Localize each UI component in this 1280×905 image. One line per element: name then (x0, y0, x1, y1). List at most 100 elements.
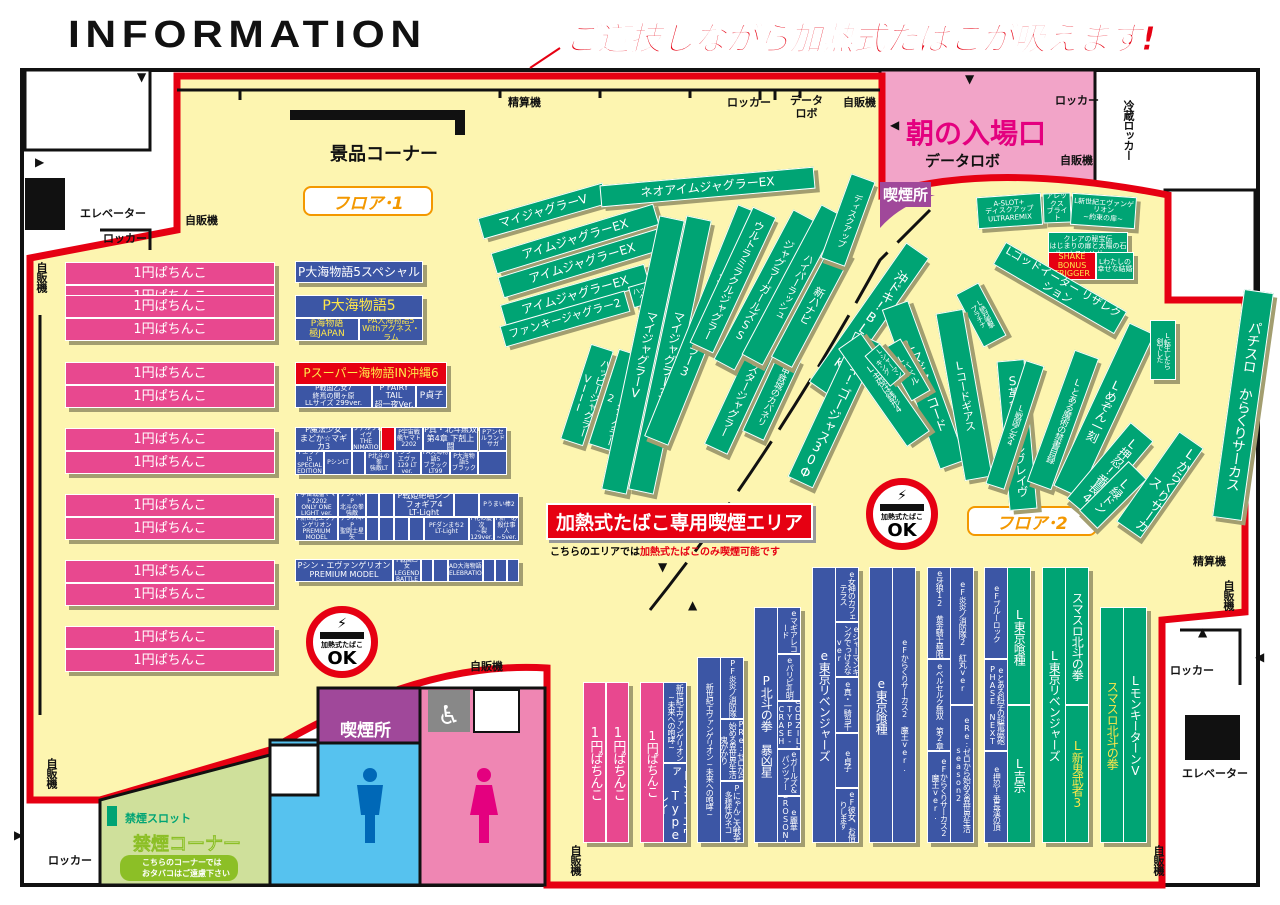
machine-umi5[interactable]: P大海物語5 (295, 295, 423, 318)
machine[interactable] (421, 559, 433, 582)
machine-1yen-pachinko[interactable]: 1円ぱちんこ (583, 682, 606, 843)
machine[interactable]: デジハネP 北斗の拳 強敵 (338, 493, 366, 517)
machine[interactable]: Pヴァルヴレイヴ THE ANIMATION (352, 427, 380, 451)
slot-machine[interactable]: Lわたしの 幸せな結婚 (1096, 252, 1134, 280)
machine[interactable]: P北斗の拳 強敵LT (365, 451, 393, 475)
machine[interactable]: デジハネP 聖闘士星矢 (338, 517, 366, 541)
machine[interactable]: LモンキーターンV (1123, 607, 1147, 843)
machine[interactable]: eシャーマンキングでっけえなver (835, 622, 859, 678)
machine[interactable]: Pにゃんこ大戦争多様性のネコ (720, 781, 744, 843)
machine[interactable]: e東京リベンジャーズ (812, 567, 836, 843)
machine[interactable]: P宇宙戦艦ヤマト2202 ONLY ONE LIGHT ver. (295, 493, 338, 517)
slot-machine[interactable]: アレックス ブライト (1042, 192, 1072, 224)
machine-1yen-pachinko[interactable]: 1円ぱちんこ (65, 385, 275, 408)
machine[interactable]: eガールズ&パンツァー (777, 748, 801, 796)
machine[interactable]: e貞子 (835, 732, 859, 788)
machine[interactable]: P真・北斗無双 第4章 下剋上闘 (423, 427, 478, 451)
machine[interactable] (366, 517, 379, 541)
machine[interactable]: 新世紀エヴァンゲリオン~未来への咆哮~ (697, 657, 721, 843)
machine[interactable]: P宇宙戦艦ヤマト 2202 (395, 427, 423, 451)
machine[interactable]: eF炎炎ノ消防隊2 紅丸ver (950, 567, 974, 705)
machine-1yen-pachinko[interactable]: 1円ぱちんこ (65, 295, 275, 318)
machine[interactable]: L東京リベンジャーズ (1042, 567, 1066, 843)
machine[interactable] (381, 427, 395, 451)
machine[interactable] (433, 559, 448, 582)
machine-1yen-pachinko[interactable]: 1円ぱちんこ (65, 428, 275, 451)
machine-1yen-pachinko[interactable]: 1円ぱちんこ (65, 451, 275, 474)
machine[interactable]: P新世紀エヴァンゲリオン PREMIUM MODEL (295, 517, 338, 541)
machine[interactable] (507, 559, 519, 582)
machine[interactable]: Pアンセルランド サガ (479, 427, 507, 451)
machine[interactable] (495, 559, 507, 582)
machine[interactable]: e麗華ZEROSONIC (777, 795, 801, 843)
machine[interactable]: P魔法少女 まどか☆マギカ3 (295, 427, 352, 451)
machine[interactable]: Pシン・エヴァ Typeレイ (663, 762, 687, 843)
machine[interactable]: L吉宗 (1007, 705, 1031, 843)
machine[interactable] (379, 493, 394, 517)
machine[interactable]: スマスロ北斗の拳 (1065, 567, 1089, 705)
machine-super-umi-okinawa6[interactable]: Pスーパー海物語IN沖縄6 (295, 362, 447, 385)
machine[interactable]: eRe:ゼロから始める異世界生活season2 (950, 705, 974, 843)
machine[interactable]: P花の慶次 ~裂 129ver. (469, 517, 494, 541)
machine[interactable]: PF炎炎ノ消防隊 (720, 657, 744, 719)
machine[interactable] (454, 493, 479, 517)
machine[interactable]: e押忍!番長漢の頂 (984, 751, 1008, 843)
machine[interactable]: P大海物語5 ブラック (450, 451, 478, 475)
machine[interactable]: P戦国乙女 LEGEND BATTLE (393, 559, 421, 582)
machine[interactable]: P貞子 (416, 385, 447, 408)
machine[interactable]: P北斗の拳 暴凶星 (754, 607, 778, 843)
machine[interactable]: Pうまい棒2 (479, 493, 519, 517)
machine[interactable]: P新・必殺仕事人 ~5ver. (494, 517, 519, 541)
machine[interactable] (366, 493, 379, 517)
machine[interactable]: eとある科学の超電磁砲PHASE NEXT (984, 659, 1008, 751)
slot-machine[interactable]: L新世紀エヴァンゲリオン ~約束の扉~ (1069, 192, 1138, 230)
machine[interactable]: eFからくりサーカス2 魔王ver. (892, 567, 916, 843)
machine[interactable]: e東京喰種 (869, 567, 893, 843)
machine[interactable]: eFからくりサーカス2 魔王ver. (927, 751, 951, 843)
machine[interactable]: Pシン・エヴァ 129 LT ver. (393, 451, 421, 475)
machine[interactable]: P FAIRY TAIL 超一夜Ver. (372, 385, 416, 408)
machine[interactable]: Pシン・エヴァンゲリオン PREMIUM MODEL (295, 559, 393, 582)
machine[interactable]: 1円ぱちんこ (640, 682, 664, 843)
slot-machine[interactable]: A-SLOT+ ディスクアップ ULTRAREMIX (975, 192, 1044, 230)
machine[interactable]: P戦姫絶唱シンフォギア4 LT-Light (394, 493, 454, 517)
machine-1yen-pachinko[interactable]: 1円ぱちんこ (65, 560, 275, 583)
machine[interactable]: PA大海物語5 ブラックLT99 (421, 451, 450, 475)
machine[interactable]: e真・一騎当千 (835, 677, 859, 733)
machine[interactable] (409, 517, 424, 541)
machine[interactable] (379, 517, 394, 541)
machine[interactable]: PシンLT (324, 451, 352, 475)
machine[interactable]: L新鬼武者3 (1065, 705, 1089, 843)
machine[interactable]: PエヴァI5 SPECIAL EDITION (295, 451, 324, 475)
machine[interactable]: eパリピ孔明 (777, 654, 801, 702)
machine[interactable]: P戦国乙女7 終焉の関ヶ原 LLサイズ 299ver. (295, 385, 372, 408)
machine-1yen-pachinko[interactable]: 1円ぱちんこ (65, 583, 275, 606)
machine[interactable]: PFダンまち2 LT-Light (424, 517, 469, 541)
machine-1yen-pachinko[interactable]: 1円ぱちんこ (65, 517, 275, 540)
machine-1yen-pachinko[interactable]: 1円ぱちんこ (65, 626, 275, 649)
machine[interactable]: PAD大海物語4 CELEBRATION (448, 559, 483, 582)
machine-1yen-pachinko[interactable]: 1円ぱちんこ (65, 362, 275, 385)
machine[interactable]: eFブルーロック (984, 567, 1008, 659)
machine-umi5-special[interactable]: P大海物語5スペシャル (295, 261, 423, 283)
machine-1yen-pachinko[interactable]: 1円ぱちんこ (65, 494, 275, 517)
machine-1yen-pachinko[interactable]: 1円ぱちんこ (65, 318, 275, 341)
machine[interactable]: スマスロ北斗の拳 (1100, 607, 1124, 843)
machine[interactable] (352, 451, 365, 475)
machine[interactable]: e女神のカフェテラス (835, 567, 859, 623)
machine-1yen-pachinko[interactable]: 1円ぱちんこ (65, 262, 275, 285)
slot-machine[interactable]: L転生したら 剣でした (1150, 320, 1176, 380)
machine[interactable]: 新世紀エヴァンゲリオン~未来への咆哮~ (663, 682, 687, 763)
machine[interactable]: eGODZILLA TYPE-CRASH (777, 701, 801, 749)
machine[interactable]: eF彼女、お借りします (835, 787, 859, 843)
machine[interactable]: L東京喰種 (1007, 567, 1031, 705)
machine[interactable]: eベルセルク無双 第2章 (927, 659, 951, 751)
machine[interactable]: PA大海物語5 Withアグネス・ラム (359, 318, 423, 341)
machine[interactable] (394, 517, 409, 541)
machine[interactable]: eマギアレコード (777, 607, 801, 655)
machine[interactable] (478, 451, 507, 475)
machine[interactable]: PRe:ゼロから始める異世界生活鬼がかり (720, 719, 744, 781)
machine[interactable]: P海物語 極JAPAN (295, 318, 359, 341)
machine[interactable] (483, 559, 495, 582)
machine-1yen-pachinko[interactable]: 1円ぱちんこ (606, 682, 629, 843)
